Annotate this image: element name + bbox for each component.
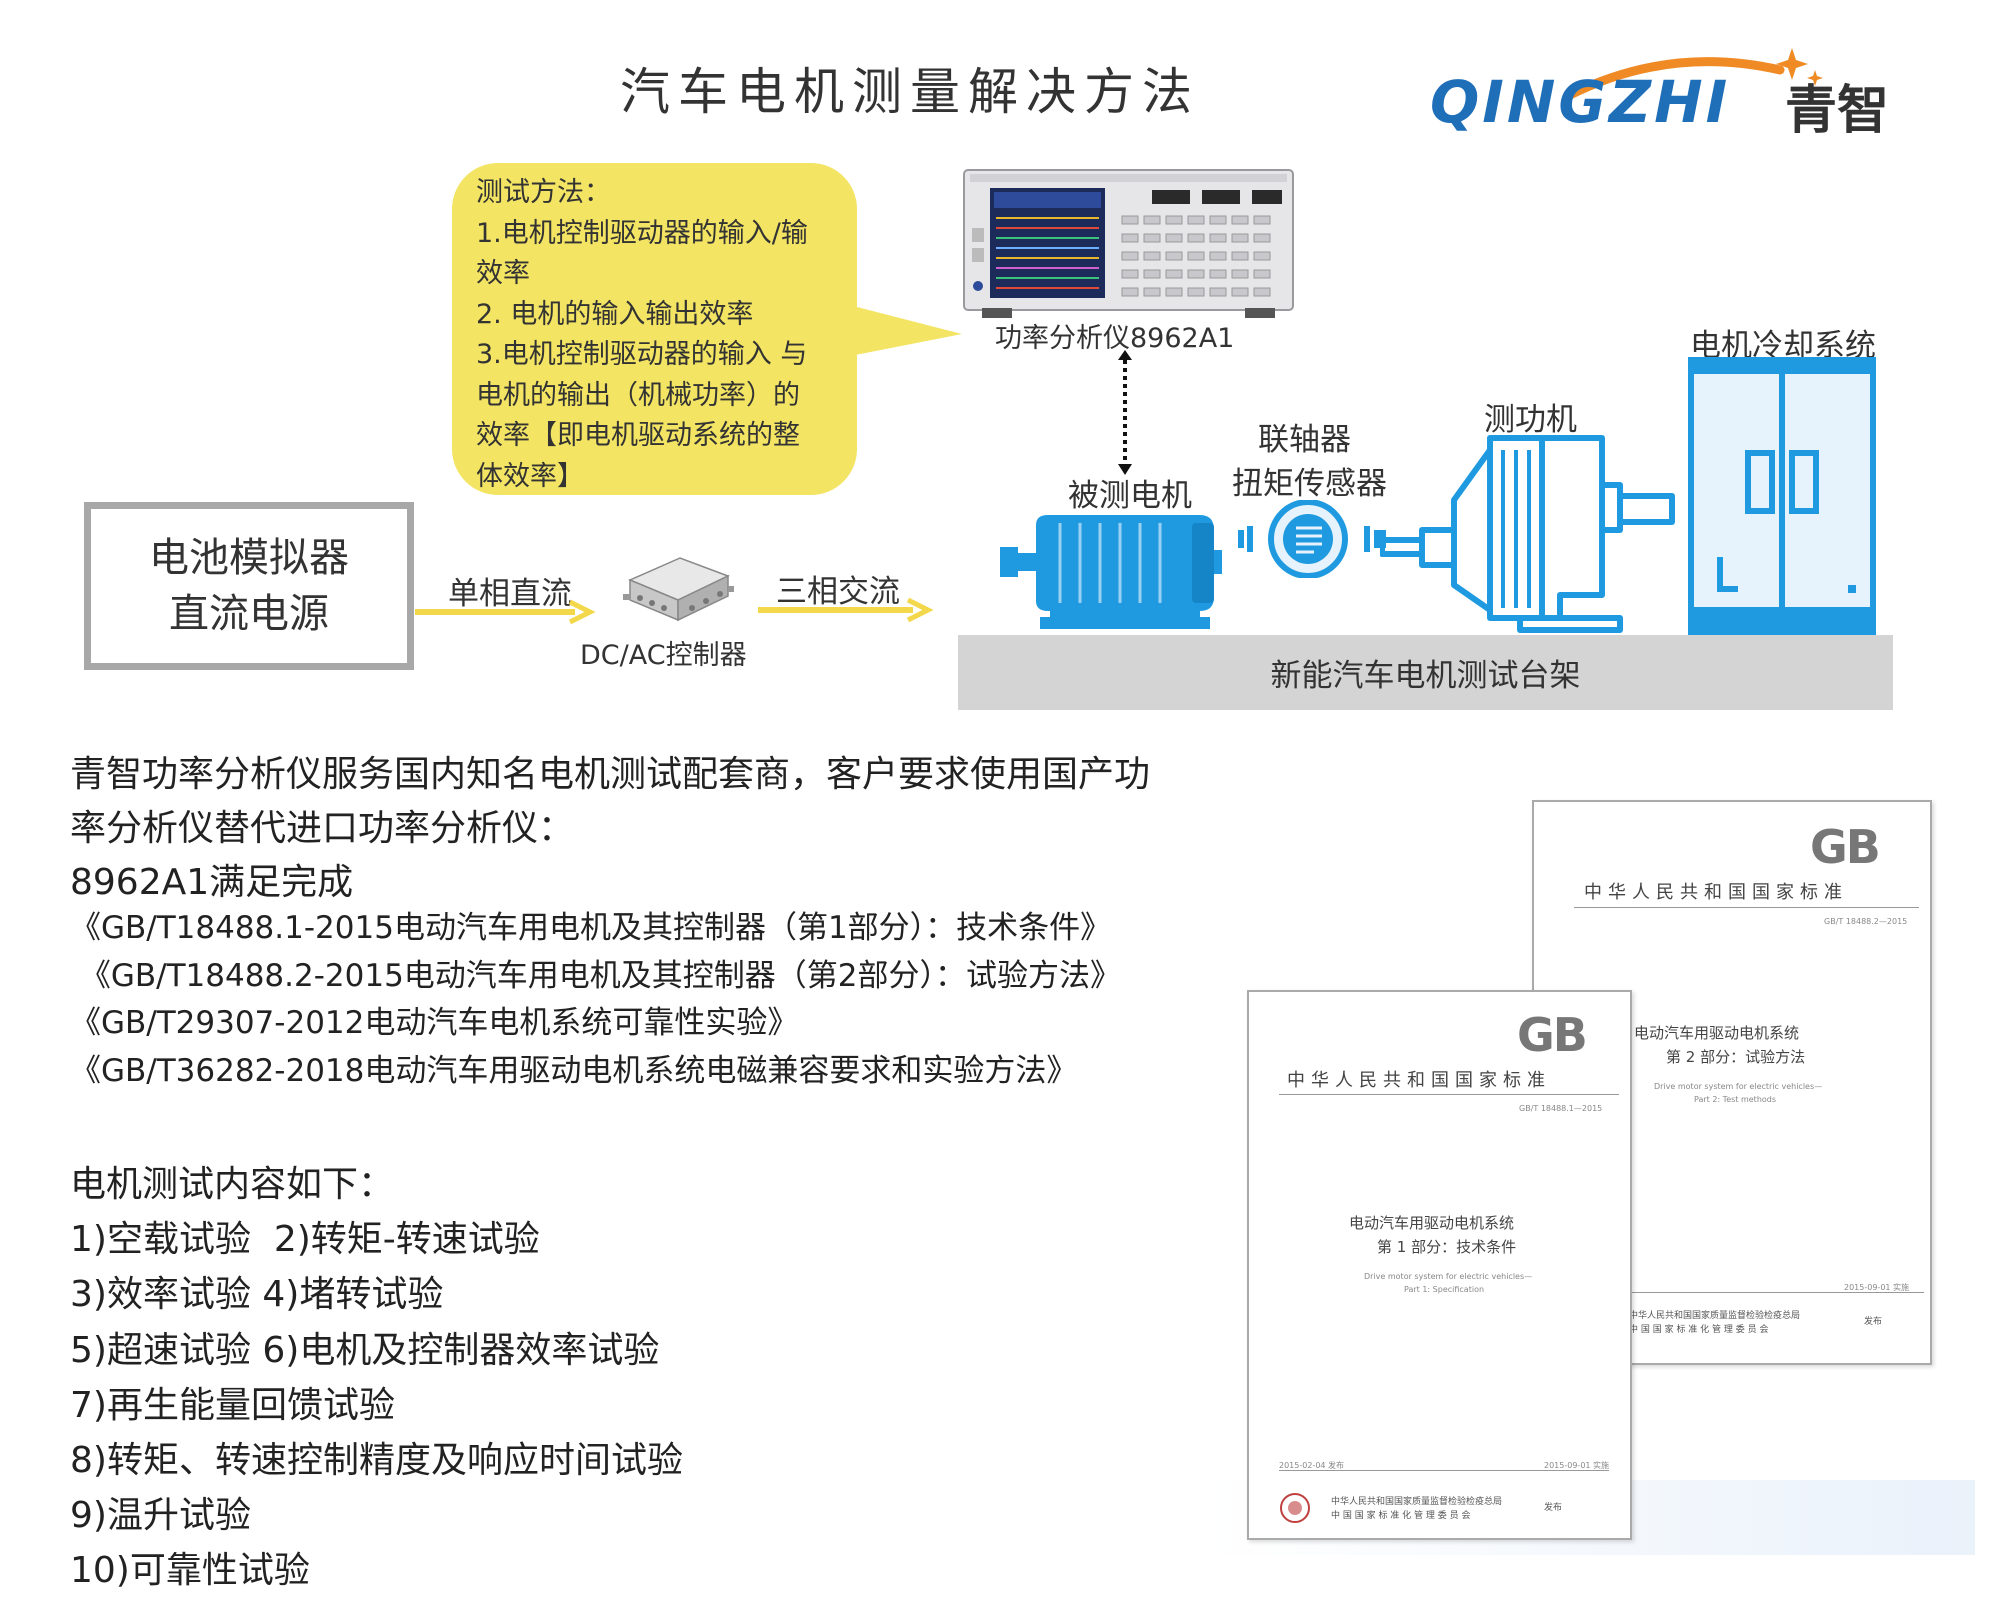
bubble-line: 测试方法：	[476, 177, 611, 208]
motor-under-test-icon	[1000, 515, 1222, 629]
bubble-line: 1.电机控制驱动器的输入/输	[476, 217, 808, 249]
standard-item: 《GB/T18488.2-2015电动汽车用电机及其控制器（第2部分）：试验方法…	[70, 957, 1122, 994]
standard-item: 《GB/T29307-2012电动汽车电机系统可靠性实验》	[70, 1005, 799, 1041]
single-phase-dc-label: 单相直流	[448, 576, 572, 612]
cooling-cabinet-icon	[1688, 357, 1876, 637]
bubble-line: 体效率】	[476, 460, 584, 492]
intro-line: 率分析仪替代进口功率分析仪：	[70, 808, 575, 849]
qingzhi-logo: QINGZHI 青智	[1430, 40, 1900, 141]
dotted-double-arrow-icon	[1118, 350, 1132, 475]
doc-org2: 中 国 国 家 标 准 化 管 理 委 员 会	[1629, 1325, 1769, 1335]
logo-cn-text: 青智	[1785, 81, 1890, 141]
logo-latin-text: QINGZHI	[1430, 68, 1731, 136]
test-item: 7)再生能量回馈试验	[70, 1384, 395, 1426]
standard-item: 《GB/T36282-2018电动汽车用驱动电机系统电磁兼容要求和实验方法》	[70, 1052, 1078, 1089]
coupling-label: 联轴器	[1258, 422, 1351, 458]
doc-subtitle: 第 2 部分：试验方法	[1666, 1048, 1806, 1066]
motor-label: 被测电机	[1068, 478, 1192, 514]
bubble-line: 效率	[476, 258, 530, 289]
analyzer-label: 功率分析仪8962A1	[995, 323, 1235, 354]
doc-fabu: 发布	[1864, 1317, 1883, 1327]
battery-label-line1: 电池模拟器	[149, 535, 349, 581]
doc-en-title: Drive motor system for electric vehicles…	[1364, 1272, 1533, 1281]
dynamometer-icon	[1380, 435, 1675, 633]
tests-heading: 电机测试内容如下：	[70, 1164, 395, 1205]
gb-logo-icon: GB	[1517, 1008, 1588, 1062]
battery-label-line2: 直流电源	[169, 591, 329, 637]
test-bench: 新能汽车电机测试台架	[958, 635, 1893, 710]
doc-org1: 中华人民共和国国家质量监督检验检疫总局	[1331, 1497, 1503, 1507]
test-item: 1)空载试验 2)转矩-转速试验	[70, 1219, 540, 1261]
doc-org1: 中华人民共和国国家质量监督检验检疫总局	[1629, 1311, 1801, 1321]
logo-arc-icon	[1565, 48, 1823, 100]
doc-en-subtitle: Part 2: Test methods	[1694, 1095, 1777, 1104]
dc-arrow-icon	[415, 599, 596, 625]
dc-ac-controller-icon	[623, 557, 734, 622]
doc-code: GB/T 18488.1—2015	[1519, 1104, 1603, 1113]
bubble-line: 效率【即电机驱动系统的整	[476, 420, 800, 451]
gb-logo-icon: GB	[1810, 820, 1881, 874]
page-title: 汽车电机测量解决方法	[620, 63, 1200, 121]
test-item: 3)效率试验 4)堵转试验	[70, 1274, 444, 1316]
doc-en-title: Drive motor system for electric vehicles…	[1654, 1082, 1823, 1091]
doc-title: 电动汽车用驱动电机系统	[1349, 1214, 1515, 1232]
standard-doc-part1: GB 中华人民共和国国家标准 GB/T 18488.1—2015 电动汽车用驱动…	[1247, 990, 1632, 1540]
standards-list: 《GB/T18488.1-2015电动汽车用电机及其控制器（第1部分）：技术条件…	[70, 905, 1121, 1095]
torque-sensor-icon	[1238, 500, 1386, 578]
intro-text: 青智功率分析仪服务国内知名电机测试配套商，客户要求使用国产功 率分析仪替代进口功…	[70, 748, 1150, 910]
test-method-bubble: 测试方法： 1.电机控制驱动器的输入/输 效率 2. 电机的输入输出效率 3.电…	[452, 163, 857, 495]
bubble-tail-icon	[830, 300, 962, 360]
test-item: 5)超速试验 6)电机及控制器效率试验	[70, 1329, 660, 1371]
intro-line: 8962A1满足完成	[70, 862, 354, 903]
power-analyzer-device-icon	[963, 169, 1294, 318]
doc-subtitle: 第 1 部分：技术条件	[1377, 1238, 1517, 1256]
bubble-line: 2. 电机的输入输出效率	[476, 298, 754, 330]
doc-fabu: 发布	[1544, 1503, 1563, 1513]
doc-org2: 中 国 国 家 标 准 化 管 理 委 员 会	[1331, 1511, 1471, 1521]
intro-line: 青智功率分析仪服务国内知名电机测试配套商，客户要求使用国产功	[70, 754, 1151, 795]
doc-en-subtitle: Part 1: Specification	[1404, 1285, 1485, 1294]
battery-simulator-box: 电池模拟器 直流电源	[84, 502, 414, 670]
standard-item: 《GB/T18488.1-2015电动汽车用电机及其控制器（第1部分）：技术条件…	[70, 910, 1112, 946]
bubble-line: 电机的输出（机械功率）的	[476, 379, 800, 411]
test-item: 8)转矩、转速控制精度及响应时间试验	[70, 1440, 683, 1482]
test-item: 10)可靠性试验	[70, 1550, 310, 1592]
dynamometer-label: 测功机	[1484, 402, 1577, 438]
doc-national-standard: 中华人民共和国国家标准	[1584, 882, 1848, 903]
three-phase-ac-label: 三相交流	[776, 574, 900, 610]
doc-publish-date: 2015-02-04 发布	[1279, 1461, 1345, 1470]
test-item: 9)温升试验	[70, 1495, 251, 1537]
ac-arrow-icon	[758, 597, 934, 623]
torque-sensor-label: 扭矩传感器	[1232, 466, 1387, 502]
doc-national-standard: 中华人民共和国国家标准	[1287, 1070, 1551, 1091]
doc-title: 电动汽车用驱动电机系统	[1634, 1024, 1800, 1042]
bench-label: 新能汽车电机测试台架	[1270, 658, 1581, 694]
bubble-line: 3.电机控制驱动器的输入 与	[476, 339, 808, 370]
sac-emblem-icon	[1280, 1493, 1310, 1523]
doc-effective-date: 2015-09-01 实施	[1544, 1461, 1610, 1470]
doc-date: 2015-09-01 实施	[1844, 1283, 1910, 1292]
doc-code: GB/T 18488.2—2015	[1824, 917, 1908, 926]
dc-ac-controller-label: DC/AC控制器	[580, 640, 747, 671]
test-items-list: 电机测试内容如下： 1)空载试验 2)转矩-转速试验 3)效率试验 4)堵转试验…	[70, 1157, 683, 1599]
